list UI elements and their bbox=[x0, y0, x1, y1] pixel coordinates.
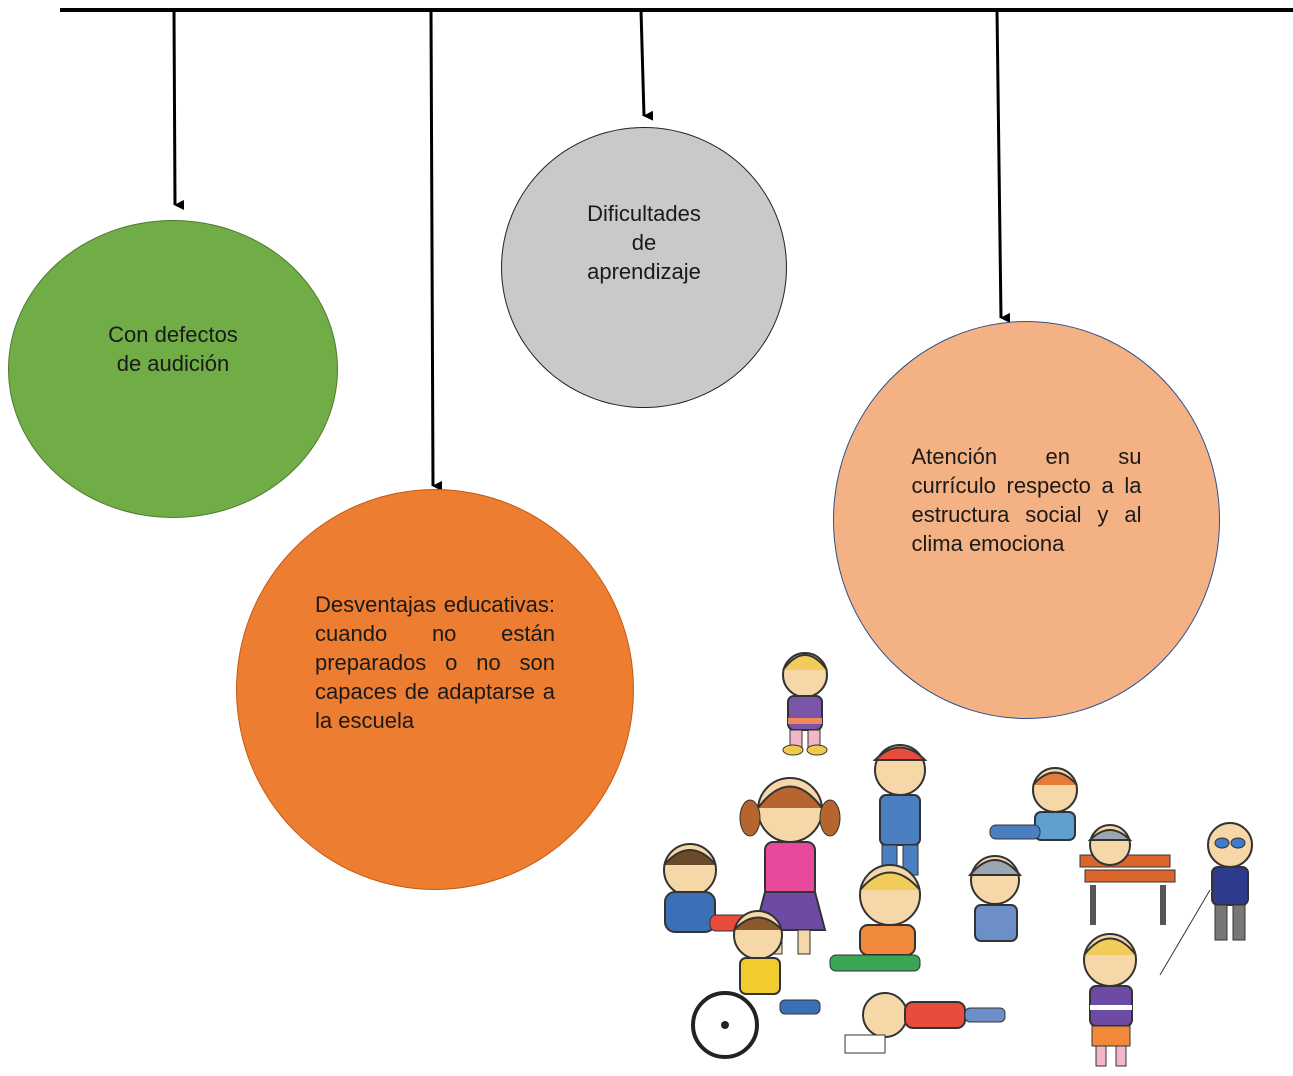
node-learning-line-2: de bbox=[631, 230, 657, 255]
node-curriculum-attention: Atención en su currículo respecto a la e… bbox=[833, 321, 1220, 719]
child-wheelchair bbox=[691, 910, 821, 1059]
child-with-cane bbox=[1158, 822, 1253, 977]
child-sitting-left bbox=[663, 843, 751, 933]
node-learning-line-1: Dificultades bbox=[587, 201, 701, 226]
child-standing-top bbox=[782, 652, 828, 756]
child-purple-girl bbox=[1083, 933, 1137, 1067]
node-learning-difficulties: Dificultades de aprendizaje bbox=[501, 127, 787, 408]
arrow-to-disadvantage bbox=[429, 9, 443, 491]
bench bbox=[1079, 824, 1176, 925]
node-hearing-line-1: Con defectos bbox=[108, 322, 238, 347]
node-hearing-text: Con defectos de audición bbox=[88, 320, 258, 378]
child-sitting-right bbox=[989, 767, 1078, 841]
child-pink-girl bbox=[739, 777, 841, 955]
node-hearing-defects: Con defectos de audición bbox=[8, 220, 338, 518]
node-hearing-line-2: de audición bbox=[116, 351, 230, 376]
node-educational-disadvantages: Desventajas educativas: cuando no están … bbox=[236, 489, 634, 890]
node-disadvantage-text: Desventajas educativas: cuando no están … bbox=[315, 591, 555, 733]
child-overalls-boy bbox=[872, 744, 928, 876]
child-center-girl bbox=[829, 864, 921, 972]
child-lying-drawing bbox=[844, 992, 1006, 1054]
node-learning-line-3: aprendizaje bbox=[587, 259, 701, 284]
node-attention-text: Atención en su currículo respecto a la e… bbox=[911, 444, 1142, 556]
arrow-to-learning bbox=[639, 9, 654, 121]
arrow-to-hearing bbox=[172, 9, 185, 210]
node-learning-text: Dificultades de aprendizaje bbox=[569, 199, 719, 286]
child-gray-hat bbox=[967, 855, 1023, 942]
arrow-to-attention bbox=[995, 9, 1011, 323]
children-group-illustration bbox=[663, 652, 1253, 1067]
